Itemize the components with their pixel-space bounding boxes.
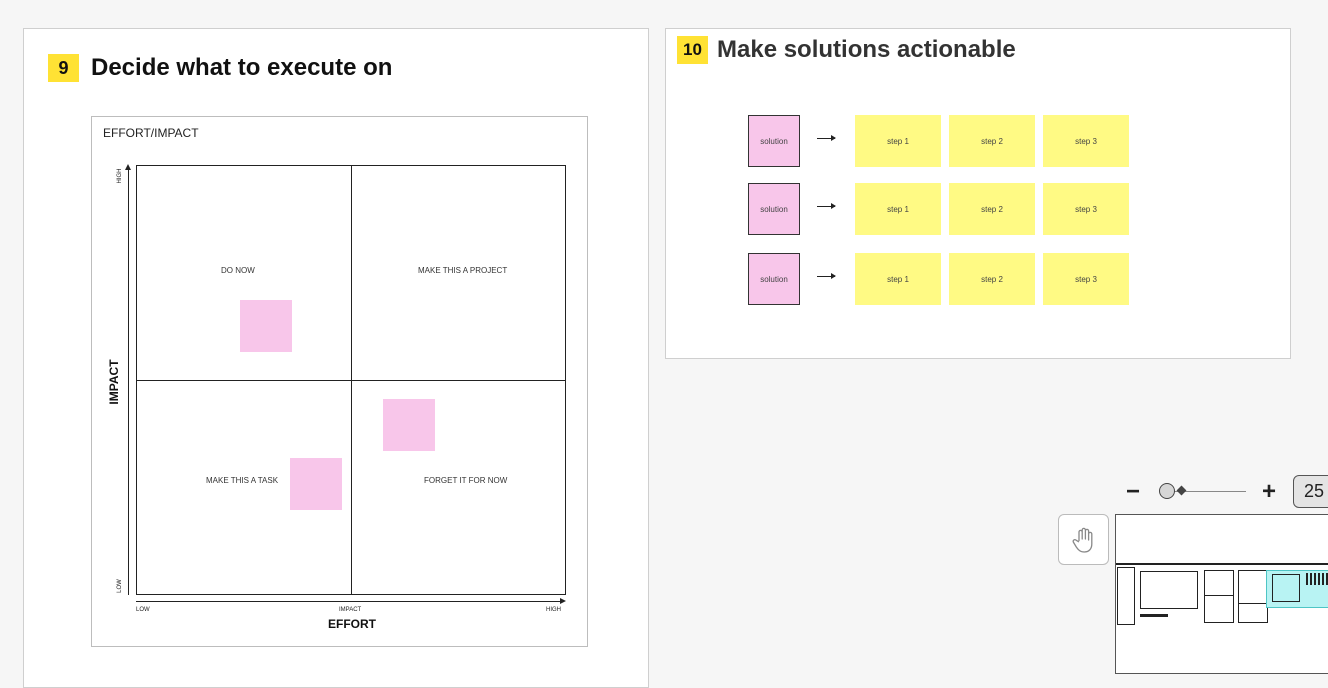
quadrant-label-make-project: MAKE THIS A PROJECT: [418, 266, 508, 275]
step-sticky[interactable]: step 2: [949, 183, 1035, 235]
minimap-frame: [1306, 573, 1328, 585]
hand-icon: [1072, 527, 1092, 553]
y-axis-arrow-icon: [125, 164, 131, 170]
x-axis-low-label: LOW: [136, 607, 150, 613]
minimap-frame: [1117, 567, 1135, 625]
arrow-right-icon: [817, 135, 836, 141]
step-sticky[interactable]: step 1: [855, 183, 941, 235]
y-axis-label: IMPACT: [107, 359, 121, 405]
matrix-grid: [136, 165, 566, 595]
x-axis-arrow-icon: [560, 598, 566, 604]
minimap-frame: [1204, 570, 1234, 596]
step-sticky[interactable]: step 3: [1043, 183, 1129, 235]
step-sticky[interactable]: step 3: [1043, 115, 1129, 167]
quadrant-label-make-task: MAKE THIS A TASK: [206, 476, 279, 485]
quadrant-label-forget: FORGET IT FOR NOW: [424, 476, 508, 485]
minimap-frame: [1272, 574, 1300, 602]
minimap[interactable]: [1115, 514, 1328, 674]
zoom-slider-marker-icon: [1176, 485, 1187, 496]
step-sticky[interactable]: step 1: [855, 253, 941, 305]
solution-sticky[interactable]: solution: [748, 115, 800, 167]
effort-impact-matrix[interactable]: EFFORT/IMPACT DO NOW MAKE THIS A PROJECT…: [91, 116, 588, 647]
x-axis-mid-label: IMPACT: [339, 607, 362, 613]
minimap-frame: [1204, 595, 1234, 623]
frame-decide-what-to-execute[interactable]: 9 Decide what to execute on EFFORT/IMPAC…: [23, 28, 649, 688]
x-axis-high-label: HIGH: [546, 607, 561, 613]
solution-sticky[interactable]: solution: [748, 183, 800, 235]
minimap-frame: [1238, 603, 1268, 623]
arrow-right-icon: [817, 273, 836, 279]
horizontal-divider: [137, 380, 565, 381]
y-axis-high-label: HIGH: [117, 168, 123, 184]
zoom-slider[interactable]: [1158, 482, 1246, 500]
zoom-out-button[interactable]: −: [1125, 478, 1140, 505]
step-sticky[interactable]: step 2: [949, 115, 1035, 167]
section-number-badge: 9: [48, 54, 79, 82]
section-title: Make solutions actionable: [717, 36, 1016, 63]
hand-tool-button[interactable]: [1058, 514, 1109, 565]
solution-sticky[interactable]: solution: [748, 253, 800, 305]
x-axis-line: [136, 601, 561, 602]
section-number-badge: 10: [677, 36, 708, 64]
matrix-heading: EFFORT/IMPACT: [103, 126, 199, 140]
minimap-frame: [1140, 614, 1168, 617]
minimap-frame: [1238, 570, 1268, 604]
step-sticky[interactable]: step 3: [1043, 253, 1129, 305]
arrow-right-icon: [817, 203, 836, 209]
sticky-note[interactable]: [383, 399, 435, 451]
step-sticky[interactable]: step 2: [949, 253, 1035, 305]
quadrant-label-do-now: DO NOW: [221, 266, 255, 275]
x-axis-label: EFFORT: [328, 617, 376, 631]
y-axis-low-label: LOW: [117, 579, 123, 593]
step-sticky[interactable]: step 1: [855, 115, 941, 167]
zoom-in-button[interactable]: +: [1261, 478, 1276, 505]
minimap-frame: [1140, 571, 1198, 609]
section-title: Decide what to execute on: [91, 54, 393, 81]
sticky-note[interactable]: [240, 300, 292, 352]
zoom-slider-handle[interactable]: [1159, 483, 1175, 499]
sticky-note[interactable]: [290, 458, 342, 510]
zoom-level-display[interactable]: 25: [1293, 475, 1328, 508]
zoom-level-value: 25: [1304, 481, 1325, 501]
minimap-board-outline: [1116, 563, 1328, 565]
zoom-slider-track: [1170, 491, 1246, 492]
frame-make-solutions-actionable[interactable]: 10 Make solutions actionable solution st…: [665, 28, 1291, 359]
y-axis-line: [128, 169, 129, 595]
